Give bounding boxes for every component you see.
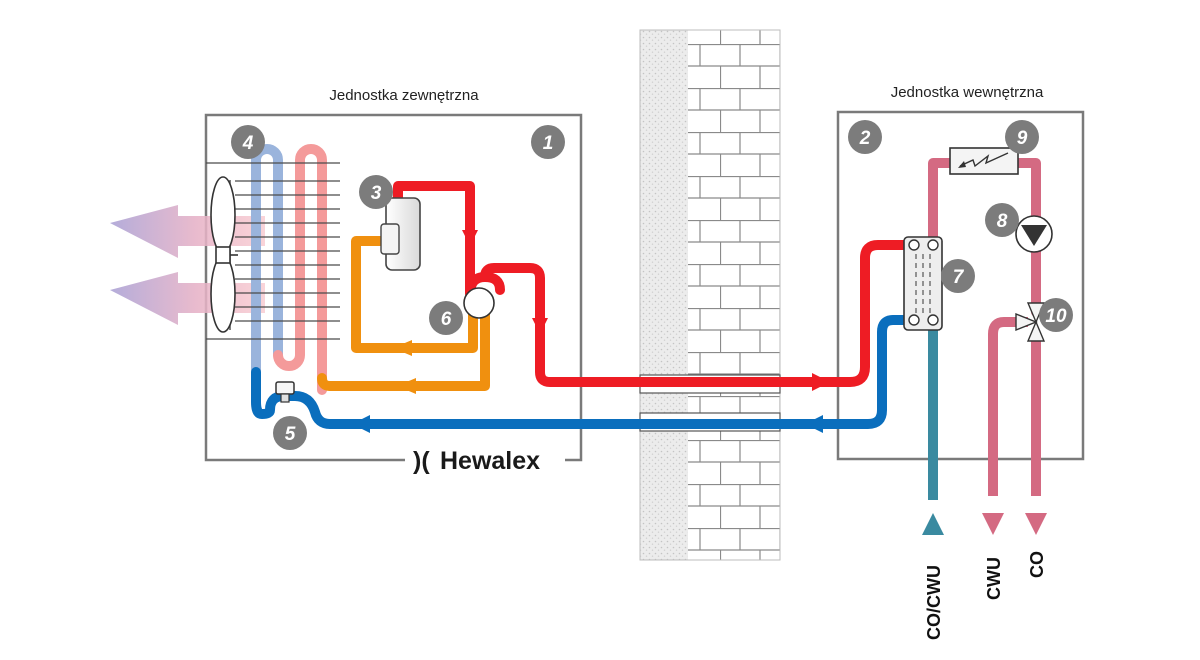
badge-7: 7 — [941, 259, 975, 293]
badge-2-label: 2 — [859, 128, 871, 149]
four-way-valve-icon — [463, 287, 495, 319]
badge-3: 3 — [359, 175, 393, 209]
port-label-cwu: CWU — [984, 557, 1004, 600]
badge-2: 2 — [848, 120, 882, 154]
water-circuit — [922, 158, 1047, 535]
badge-6-label: 6 — [441, 309, 452, 330]
badge-6: 6 — [429, 301, 463, 335]
hewalex-logo-text: Hewalex — [440, 447, 540, 475]
badge-5-label: 5 — [285, 424, 296, 445]
coil-heat-exchanger — [206, 144, 340, 395]
three-way-valve-icon — [1015, 302, 1046, 342]
port-label-co: CO — [1027, 551, 1047, 578]
badge-1: 1 — [531, 125, 565, 159]
badge-10-label: 10 — [1045, 306, 1067, 327]
compressor-icon — [380, 197, 421, 271]
wall — [639, 29, 781, 561]
badge-8: 8 — [985, 203, 1019, 237]
liquid-line — [325, 236, 490, 394]
badge-4-label: 4 — [242, 133, 254, 154]
badge-10: 10 — [1039, 298, 1073, 332]
fan-icon — [210, 176, 238, 333]
expansion-valve-icon — [275, 381, 295, 403]
indoor-unit-title: Jednostka wewnętrzna — [891, 84, 1044, 101]
badge-4: 4 — [231, 125, 265, 159]
electric-heater-icon — [949, 147, 1019, 175]
badge-1-label: 1 — [543, 133, 554, 154]
badge-5: 5 — [273, 416, 307, 450]
suction-line — [251, 315, 913, 433]
circulation-pump-icon — [1015, 215, 1053, 253]
co-outlet-arrow — [1025, 513, 1047, 535]
badge-3-label: 3 — [371, 183, 382, 204]
badge-9: 9 — [1005, 120, 1039, 154]
badge-7-label: 7 — [953, 267, 965, 288]
hewalex-logo-symbol: )( — [413, 447, 430, 475]
hewalex-logo: )( Hewalex — [413, 447, 540, 475]
badge-9-label: 9 — [1017, 128, 1028, 149]
port-label-co-cwu: CO/CWU — [924, 565, 944, 640]
indoor-unit-box — [836, 110, 1085, 461]
badge-8-label: 8 — [997, 211, 1008, 232]
co-cwu-inlet-arrow — [922, 513, 944, 535]
brand-gap — [405, 447, 565, 473]
outdoor-unit-title: Jednostka zewnętrzna — [329, 87, 479, 104]
cwu-outlet-arrow — [982, 513, 1004, 535]
plate-heat-exchanger-icon — [903, 236, 943, 331]
